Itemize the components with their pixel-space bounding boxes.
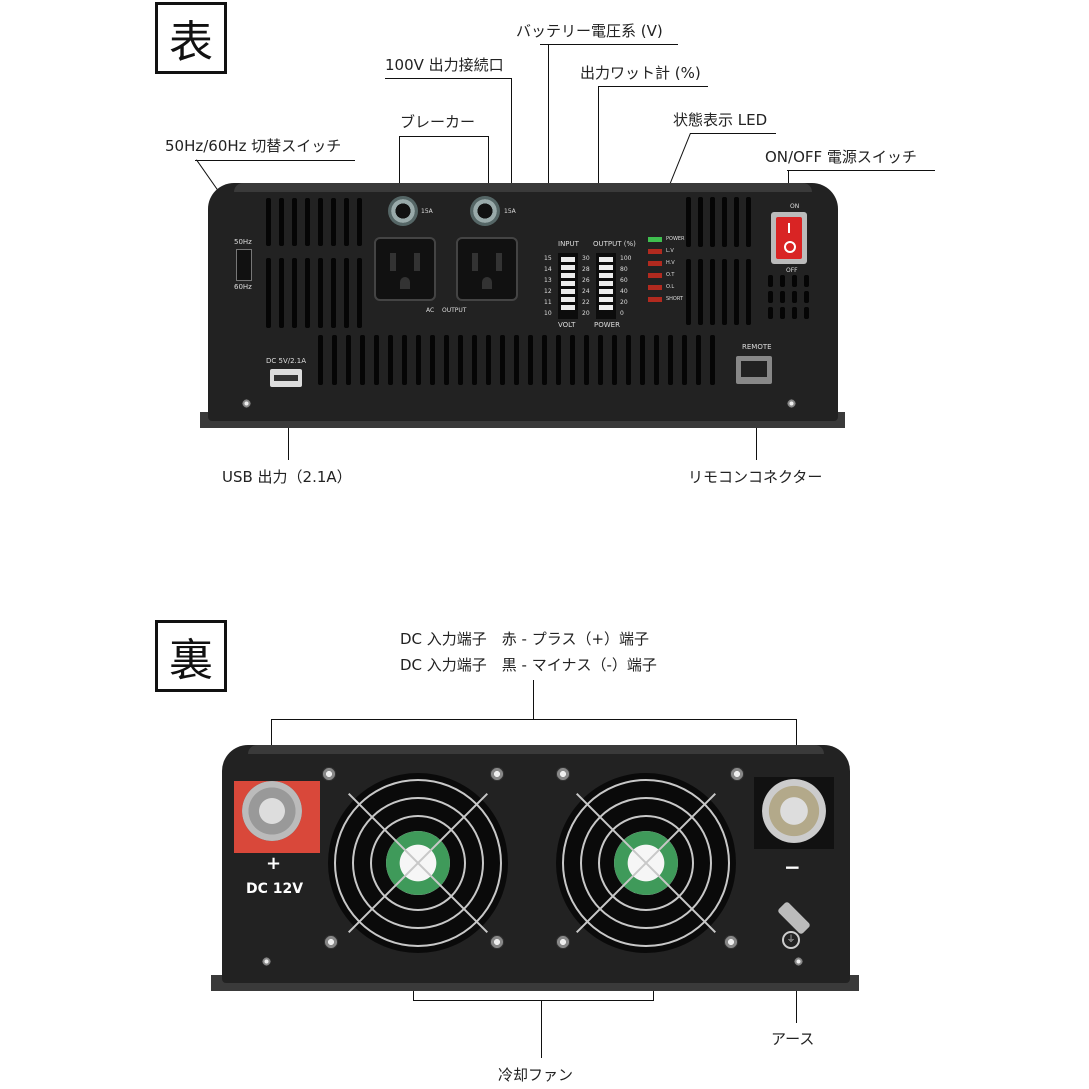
earth-label: アース (771, 1030, 815, 1048)
breaker-button-right[interactable] (470, 196, 500, 226)
led-lv (648, 249, 662, 254)
front-tag: 表 (155, 2, 227, 74)
on-text: ON (790, 203, 800, 210)
top-edge (248, 745, 824, 754)
leader-line (511, 78, 512, 248)
led-ot (648, 273, 662, 278)
freq-switch-label: 50Hz/60Hz 切替スイッチ (165, 137, 342, 155)
leader-line (195, 160, 355, 161)
leader-line (548, 44, 549, 224)
freq-switch[interactable] (236, 249, 252, 281)
fan-icon (556, 773, 736, 953)
screw-icon (787, 399, 796, 408)
screw-icon (242, 399, 251, 408)
leader-line (540, 44, 678, 45)
screw-icon (324, 935, 338, 949)
status-led-label: 状態表示 LED (673, 111, 768, 129)
leader-line (690, 133, 776, 134)
breaker-button-left[interactable] (388, 196, 418, 226)
front-inverter-body: 50Hz 60Hz 15A 15A AC OUTPUT INPUT OUTPUT… (208, 183, 838, 421)
earth-wingnut[interactable] (777, 901, 811, 935)
switch-side-vents (768, 275, 809, 323)
leader-line (598, 86, 599, 224)
led-power (648, 237, 662, 242)
ac-outlet-label: 100V 出力接続口 (385, 56, 504, 74)
ground-icon: ⏚ (782, 931, 800, 949)
hz60-text: 60Hz (234, 283, 252, 291)
volt-meter (558, 253, 578, 319)
right-vents (686, 197, 766, 327)
hz50-text: 50Hz (234, 238, 252, 246)
leader-line (271, 719, 797, 720)
output-text: OUTPUT (442, 307, 467, 314)
leader-line (541, 1000, 542, 1058)
screw-icon (556, 767, 570, 781)
watt-meter (596, 253, 616, 319)
volt-text: VOLT (558, 321, 576, 329)
leader-line (385, 78, 512, 79)
plus-text: + (266, 853, 282, 874)
power-rocker[interactable] (776, 217, 802, 259)
top-edge (234, 183, 812, 192)
leader-line (787, 170, 935, 171)
screw-icon (322, 767, 336, 781)
input-text: INPUT (558, 240, 579, 248)
dc-black-label: DC 入力端子 黒 - マイナス（-）端子 (400, 656, 657, 674)
usb-port[interactable] (270, 369, 302, 387)
power-switch-label: ON/OFF 電源スイッチ (765, 148, 917, 166)
screw-icon (262, 957, 271, 966)
screw-icon (730, 767, 744, 781)
dc12-text: DC 12V (246, 881, 304, 897)
off-text: OFF (786, 267, 798, 274)
ac-outlet-left[interactable] (374, 237, 436, 301)
leader-line (399, 136, 400, 196)
screw-icon (794, 957, 803, 966)
back-tag: 裏 (155, 620, 227, 692)
leader-line (598, 86, 708, 87)
bottom-vents (318, 335, 718, 387)
screw-icon (724, 935, 738, 949)
battery-voltage-label: バッテリー電圧系 (V) (516, 22, 663, 40)
leader-line (399, 136, 489, 137)
remote-label: リモコンコネクター (688, 468, 823, 486)
dc-red-label: DC 入力端子 赤 - プラス（+）端子 (400, 630, 650, 648)
led-short (648, 297, 662, 302)
cooling-fan-label: 冷却ファン (498, 1066, 574, 1084)
off-mark (784, 241, 796, 253)
bolt-icon[interactable] (242, 781, 302, 841)
remote-port[interactable] (736, 356, 772, 384)
dc-usb-text: DC 5V/2.1A (266, 357, 307, 365)
leader-line (413, 1000, 654, 1001)
fan-icon (328, 773, 508, 953)
breaker-rating-left: 15A (421, 208, 433, 215)
leader-line (796, 965, 797, 1023)
remote-text: REMOTE (742, 343, 772, 351)
on-mark (788, 223, 790, 233)
bolt-icon[interactable] (762, 779, 826, 843)
breaker-rating-right: 15A (504, 208, 516, 215)
usb-out-label: USB 出力（2.1A） (222, 468, 352, 486)
power-switch-bezel (771, 212, 807, 264)
status-led-panel: POWER L.V H.V O.T O.L SHORT (648, 235, 708, 307)
back-inverter-body: + DC 12V − ⏚ (222, 745, 850, 983)
ac-text: AC (426, 307, 435, 314)
output-watt-label: 出力ワット計 (%) (580, 64, 701, 82)
led-ol (648, 285, 662, 290)
output-pct-text: OUTPUT (%) (593, 240, 636, 248)
screw-icon (556, 935, 570, 949)
led-hv (648, 261, 662, 266)
screw-icon (490, 935, 504, 949)
minus-text: − (784, 855, 801, 879)
screw-icon (490, 767, 504, 781)
leader-line (488, 136, 489, 196)
ac-outlet-right[interactable] (456, 237, 518, 301)
leader-line (533, 680, 534, 720)
breaker-label: ブレーカー (400, 113, 476, 131)
left-vents (266, 198, 366, 328)
power-text: POWER (594, 321, 620, 329)
